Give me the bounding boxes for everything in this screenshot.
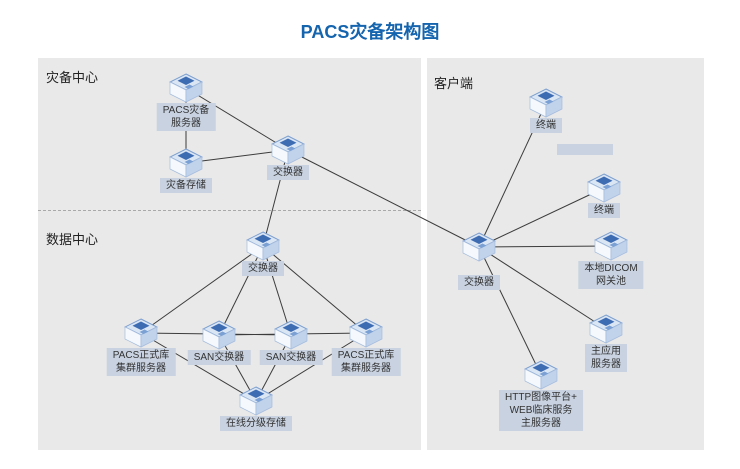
edge-switch-client--dicom-pool	[478, 245, 612, 248]
edge-switch-dc--san-switch-2	[262, 245, 292, 336]
section-divider	[38, 210, 421, 211]
empty-label-bar	[557, 144, 613, 155]
edge-switch-dr--switch-dc	[262, 149, 289, 247]
edge-switch-dr--switch-client	[287, 149, 480, 248]
edge-pacs-dr-server--switch-dr	[185, 87, 289, 151]
edge-switch-client--terminal-2	[478, 187, 605, 248]
edge-san-switch-2--online-storage	[255, 334, 292, 402]
edge-switch-dc--pacs-prod-1	[140, 245, 264, 334]
edge-switch-client--app-server	[478, 246, 607, 330]
section-label-data-center: 数据中心	[46, 232, 99, 247]
edge-switch-client--http-server	[478, 246, 542, 376]
section-label-client: 客户端	[434, 76, 474, 91]
edge-pacs-prod-2--online-storage	[255, 332, 367, 402]
section-label-disaster-center: 灾备中心	[46, 70, 99, 85]
page-title: PACS灾备架构图	[300, 22, 440, 42]
edge-dr-storage--switch-dr	[185, 149, 289, 164]
edge-switch-dc--san-switch-1	[218, 245, 264, 336]
edge-pacs-prod-1--online-storage	[140, 332, 257, 402]
edge-switch-client--terminal-1	[478, 102, 547, 248]
edge-san-switch-1--online-storage	[218, 334, 257, 402]
edge-switch-dc--pacs-prod-2	[262, 245, 367, 334]
panel-disaster-and-data-center	[38, 58, 421, 450]
